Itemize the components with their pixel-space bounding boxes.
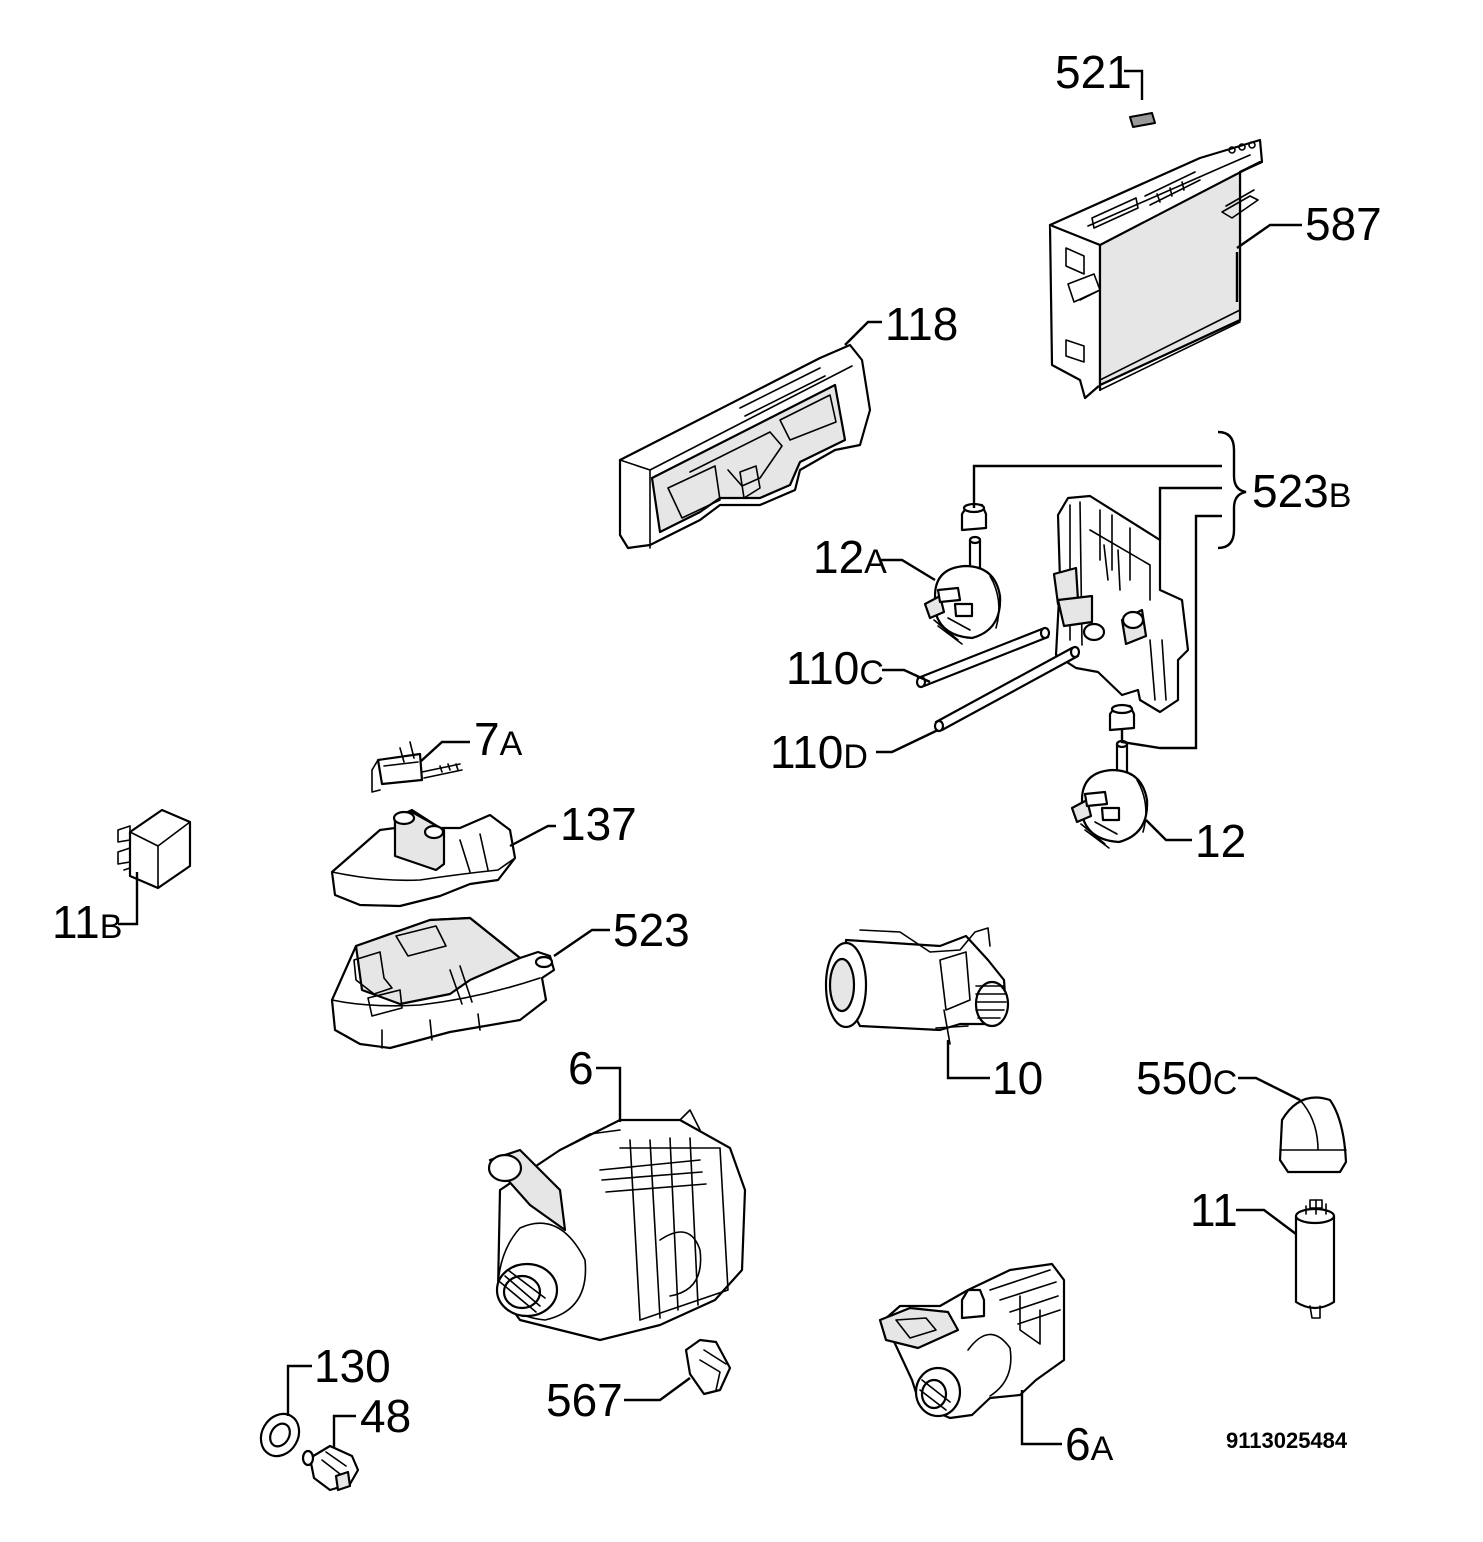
control-module-587-drawing <box>1048 138 1264 400</box>
label-7a-number: 7 <box>474 713 500 765</box>
label-12a-suffix: A <box>864 543 887 581</box>
label-part-11b: 11B <box>52 896 122 948</box>
label-130-number: 130 <box>314 1340 391 1392</box>
label-523b-number: 523 <box>1252 465 1329 517</box>
pressure-switch-12-drawing <box>1070 739 1149 849</box>
label-110d-suffix: D <box>843 738 868 776</box>
circulation-pump-6-drawing <box>487 1109 747 1342</box>
label-550c-number: 550 <box>1136 1052 1213 1104</box>
label-587-number: 587 <box>1305 198 1382 250</box>
label-11-number: 11 <box>1190 1184 1238 1236</box>
cap-550c-drawing <box>1278 1096 1348 1174</box>
label-part-6a: 6A <box>1065 1418 1114 1470</box>
relay-11b-drawing <box>117 808 192 890</box>
label-137-number: 137 <box>560 798 637 850</box>
label-118-number: 118 <box>885 298 958 350</box>
label-part-7a: 7A <box>474 713 523 765</box>
label-part-11: 11 <box>1190 1184 1238 1236</box>
label-523b-suffix: B <box>1329 477 1352 515</box>
label-10-number: 10 <box>992 1052 1043 1104</box>
leader-lines <box>118 69 1302 1448</box>
label-part-110c: 110C <box>786 642 884 694</box>
label-part-137: 137 <box>560 798 637 850</box>
label-part-12: 12 <box>1195 815 1246 867</box>
clip-521-drawing <box>1129 112 1156 128</box>
label-part-10: 10 <box>992 1052 1043 1104</box>
label-110c-number: 110 <box>786 642 859 694</box>
label-part-550c: 550C <box>1136 1052 1237 1104</box>
plug-48-drawing <box>301 1444 360 1492</box>
hose-110d-drawing <box>933 645 1081 733</box>
label-part-48: 48 <box>360 1390 411 1442</box>
label-part-6: 6 <box>568 1042 594 1094</box>
brace-523b <box>1217 430 1247 550</box>
label-11b-suffix: B <box>100 908 123 946</box>
label-part-521: 521 <box>1055 46 1132 98</box>
document-number: 9113025484 <box>1226 1428 1348 1453</box>
heater-10-drawing <box>824 927 1010 1045</box>
label-12-number: 12 <box>1195 815 1246 867</box>
label-6-number: 6 <box>568 1042 594 1094</box>
tray-523-drawing <box>330 916 556 1050</box>
label-part-110d: 110D <box>770 726 868 778</box>
label-part-523: 523 <box>613 904 690 956</box>
plug-523b-lower-drawing <box>1108 703 1136 732</box>
clip-567-drawing <box>684 1338 732 1396</box>
label-part-567: 567 <box>546 1374 623 1426</box>
label-12a-number: 12 <box>813 531 864 583</box>
label-6a-number: 6 <box>1065 1418 1091 1470</box>
plug-523b-upper-drawing <box>960 502 988 532</box>
label-part-130: 130 <box>314 1340 391 1392</box>
ring-130-drawing <box>259 1412 301 1458</box>
label-part-523b: 523B <box>1252 465 1351 517</box>
drain-pump-6a-drawing <box>878 1262 1066 1420</box>
label-521-number: 521 <box>1055 46 1132 98</box>
microswitch-7a-drawing <box>371 741 463 793</box>
label-48-number: 48 <box>360 1390 411 1442</box>
pressure-switch-12a-drawing <box>923 535 1002 645</box>
label-110d-number: 110 <box>770 726 843 778</box>
label-6a-suffix: A <box>1091 1430 1114 1468</box>
label-110c-suffix: C <box>859 654 884 692</box>
capacitor-11-drawing <box>1294 1199 1336 1319</box>
label-567-number: 567 <box>546 1374 623 1426</box>
label-11b-number: 11 <box>52 896 100 948</box>
part-labels: 521 587 118 523B 12A 110C 110D 12 7A 137… <box>52 46 1382 1470</box>
pressure-bracket-523b-drawing <box>1052 494 1190 714</box>
label-523-number: 523 <box>613 904 690 956</box>
label-part-12a: 12A <box>813 531 887 583</box>
dispenser-118-drawing <box>618 343 872 550</box>
label-550c-suffix: C <box>1213 1064 1238 1102</box>
label-part-587: 587 <box>1305 198 1382 250</box>
label-part-118: 118 <box>885 298 958 350</box>
cover-137-drawing <box>330 808 517 908</box>
label-7a-suffix: A <box>500 725 523 763</box>
